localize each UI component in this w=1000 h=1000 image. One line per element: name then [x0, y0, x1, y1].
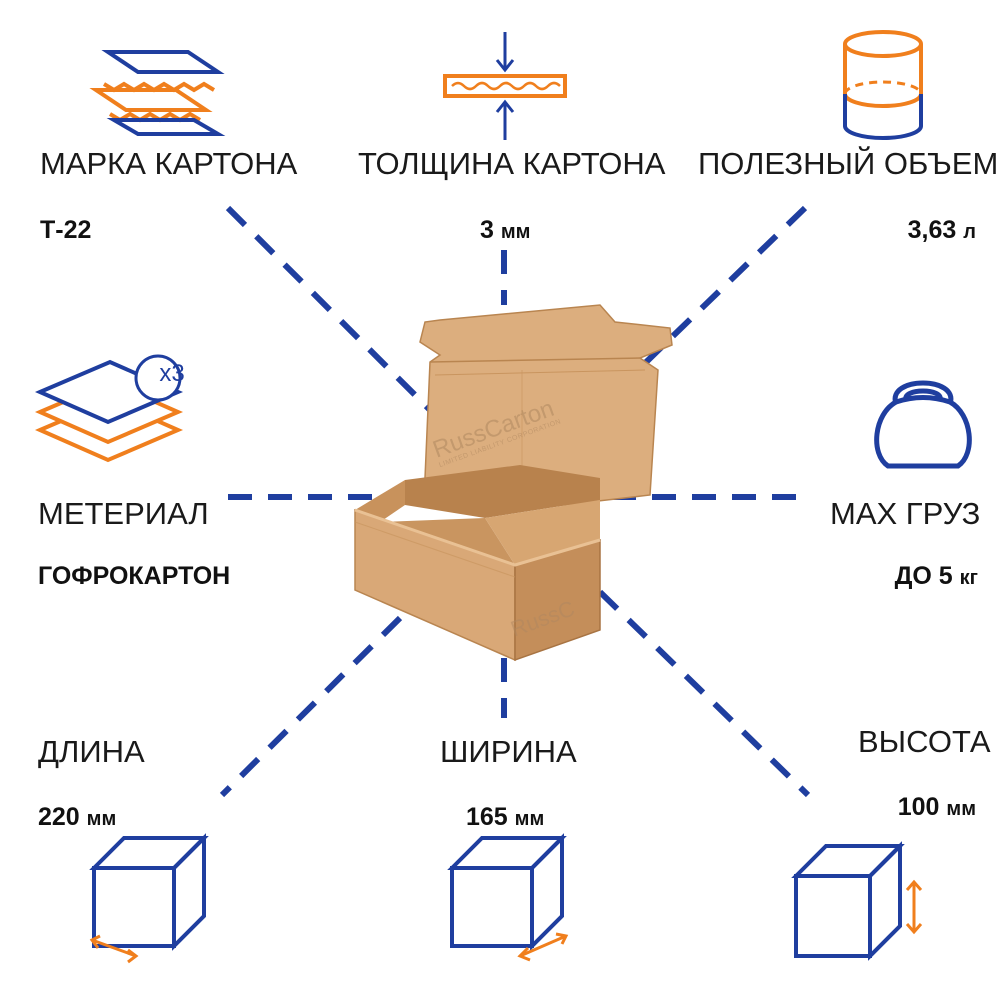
cube-length-icon [89, 833, 209, 964]
volume-label: ПОЛЕЗНЫЙ ОБЪЕМ [698, 146, 999, 181]
kettlebell-icon [874, 380, 972, 469]
max-load-value: ДО 5 кг [894, 562, 978, 590]
material-label: МЕТЕРИАЛ [38, 496, 209, 531]
box-illustration [354, 304, 673, 662]
material-value: ГОФРОКАРТОН [38, 562, 231, 590]
box-inner-back [405, 465, 600, 518]
width-value: 165 мм [466, 803, 545, 831]
length-value: 220 мм [38, 803, 117, 831]
layers-count-badge: x3 [159, 360, 185, 387]
three-layers-icon [34, 354, 184, 463]
grade-value: Т-22 [40, 216, 92, 244]
cardboard-layers-icon [89, 50, 226, 136]
connector-length [219, 615, 403, 798]
width-label: ШИРИНА [440, 734, 577, 769]
cube-height-icon [791, 841, 923, 961]
box-inner-left [355, 480, 405, 522]
thickness-gauge-icon [443, 32, 567, 140]
connector-height [597, 589, 811, 798]
grade-label: МАРКА КАРТОНА [40, 146, 298, 181]
height-label: ВЫСОТА [858, 724, 991, 759]
connector-grade [225, 205, 433, 413]
cube-width-icon [447, 833, 569, 962]
thickness-label: ТОЛЩИНА КАРТОНА [358, 146, 666, 181]
box-inner-right [485, 500, 600, 565]
volume-value: 3,63 л [907, 216, 976, 244]
max-load-label: MAX ГРУЗ [830, 496, 981, 531]
height-value: 100 мм [897, 793, 976, 821]
thickness-value: 3 мм [480, 216, 531, 244]
box-lid [419, 304, 673, 511]
length-label: ДЛИНА [38, 734, 145, 769]
cylinder-volume-icon [843, 30, 923, 140]
